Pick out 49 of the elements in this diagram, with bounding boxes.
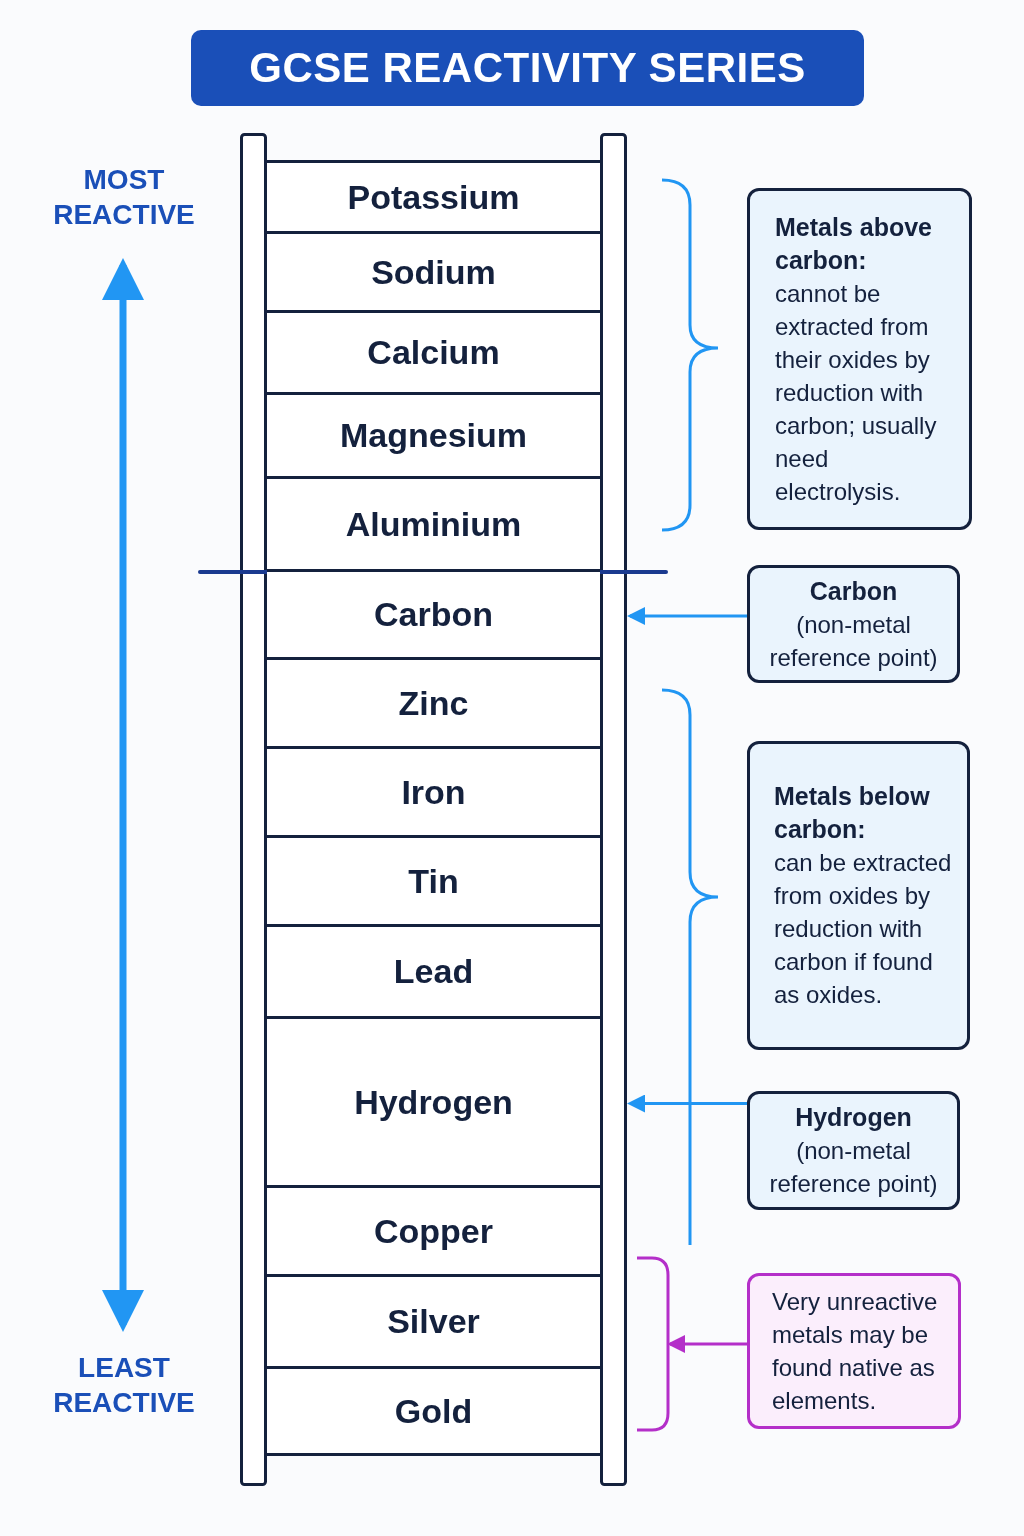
arrow [627, 607, 747, 625]
note-box [747, 741, 970, 1050]
ladder-rung [267, 1188, 600, 1277]
metal-name: Potassium [347, 177, 520, 217]
ladder-rung [267, 160, 600, 234]
ladder-rung [267, 927, 600, 1019]
note-box [747, 565, 960, 683]
metal-name: Carbon [374, 595, 493, 634]
metal-name: Iron [401, 772, 466, 812]
note-text: Very unreactive metals may be found native as elements. [772, 1287, 939, 1416]
note-heading: Hydrogen [794, 1102, 913, 1133]
metal-name: Silver [387, 1302, 480, 1341]
metal-name: Hydrogen [354, 1082, 513, 1122]
note-box [747, 1273, 961, 1429]
ladder-rung [267, 660, 600, 749]
note-text: can be extracted from oxides by reduction with carbon if found as oxides. [774, 848, 953, 1010]
note-box [747, 1091, 960, 1210]
metal-name: Calcium [367, 333, 500, 372]
ladder-rung [267, 313, 600, 395]
metal-name: Zinc [398, 683, 469, 723]
ladder-rung [267, 1369, 600, 1456]
note-heading: Metals below carbon: [774, 781, 931, 845]
note-heading: Carbon [808, 575, 899, 607]
note-heading: Metals above carbon: [775, 211, 933, 276]
ladder-rung [267, 1277, 600, 1369]
ladder-rung [267, 749, 600, 838]
metal-name: Magnesium [339, 416, 527, 455]
ladder-rung [267, 1019, 600, 1188]
metal-name: Aluminium [345, 504, 522, 544]
ladder-rung [267, 234, 600, 313]
note-text: (non-metal reference point) [768, 1136, 939, 1199]
arrow [667, 1335, 747, 1353]
axis-label: MOST REACTIVE [52, 163, 196, 232]
metal-name: Lead [393, 952, 474, 991]
metal-name: Copper [374, 1211, 493, 1251]
note-text: cannot be extracted from their oxides by reduction with carbon; usually need electrolysis. [775, 278, 938, 507]
note-text: (non-metal reference point) [768, 609, 939, 673]
metal-name: Tin [408, 861, 459, 901]
metal-name: Gold [394, 1391, 473, 1431]
ladder-rung [267, 572, 600, 660]
ladder-rung [267, 395, 600, 479]
metal-name: Sodium [371, 252, 496, 292]
ladder-rung [267, 479, 600, 572]
arrow [627, 1094, 747, 1113]
note-box [747, 188, 972, 530]
bracket [637, 1256, 670, 1432]
ladder-rung [267, 838, 600, 927]
title-banner: GCSE REACTIVITY SERIES [191, 30, 864, 106]
axis-label: LEAST REACTIVE [52, 1351, 196, 1420]
